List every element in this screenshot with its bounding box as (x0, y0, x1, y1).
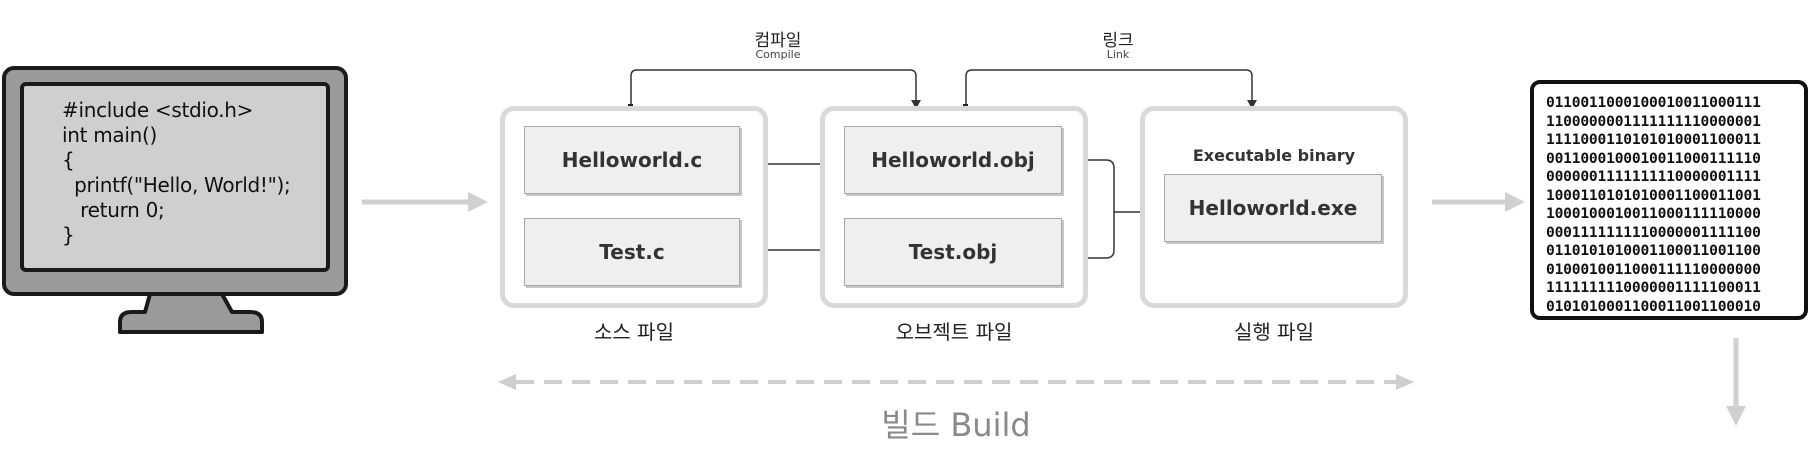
binary-line: 0110011000100010011000111 (1546, 94, 1761, 111)
binary-output: 0110011000100010011000111 11000000011111… (1530, 80, 1808, 320)
binary-line: 1100000001111111110000001 (1546, 112, 1761, 130)
binary-line: 1111000110101010001100011 (1546, 131, 1761, 148)
build-span-arrow (498, 374, 1414, 390)
source-files-label: 소스 파일 (594, 320, 674, 344)
binary-line: 0000001111111110000001111 (1546, 168, 1761, 185)
code-line: } (62, 223, 75, 247)
compile-connector (630, 69, 917, 107)
file-helloworld-exe: Helloworld.exe (1164, 174, 1382, 242)
compile-arrowhead (911, 100, 921, 109)
file-test-c: Test.c (524, 218, 740, 286)
code-line: int main() (62, 123, 158, 147)
binary-line: 1111111110000001111100011 (1546, 279, 1761, 296)
binary-line: 0110101010001100011001100 (1546, 242, 1761, 259)
computer-monitor-icon: #include <stdio.h> int main() { printf("… (2, 66, 348, 296)
build-label: 빌드 Build (881, 406, 1031, 444)
arrow-monitor-to-source (362, 192, 488, 212)
code-line: return 0; (62, 198, 165, 222)
monitor-screen: #include <stdio.h> int main() { printf("… (20, 82, 330, 272)
binary-line: 1000110101010001100011001 (1546, 186, 1761, 204)
link-connector (965, 69, 1253, 107)
code-line: printf("Hello, World!"); (62, 173, 291, 197)
executable-binary-title: Executable binary (1192, 146, 1356, 165)
link-sublabel: Link (1106, 48, 1130, 61)
code-line: #include <stdio.h> (62, 98, 254, 122)
file-helloworld-c: Helloworld.c (524, 126, 740, 194)
link-arrowhead (1247, 100, 1257, 109)
code-line: { (62, 148, 75, 172)
binary-line: 0100010011000111110000000 (1546, 260, 1761, 278)
binary-line: 0001111111110000001111100 (1546, 223, 1761, 241)
executable-files-label: 실행 파일 (1234, 320, 1314, 344)
binary-line: 0101010001100011001100010 (1546, 297, 1761, 315)
file-helloworld-obj: Helloworld.obj (844, 126, 1062, 194)
link-label: 링크 (1102, 31, 1134, 51)
compile-label: 컴파일 (754, 31, 802, 51)
object-files-label: 오브젝트 파일 (895, 320, 1013, 344)
binary-line: 0011000100010011000111110 (1546, 149, 1761, 167)
binary-line: 1000100010011000111110000 (1546, 205, 1761, 222)
arrow-exe-to-binary (1432, 192, 1525, 212)
file-test-obj: Test.obj (844, 218, 1062, 286)
compile-sublabel: Compile (755, 48, 801, 61)
arrow-binary-down (1726, 338, 1746, 426)
monitor-stand (118, 292, 264, 334)
